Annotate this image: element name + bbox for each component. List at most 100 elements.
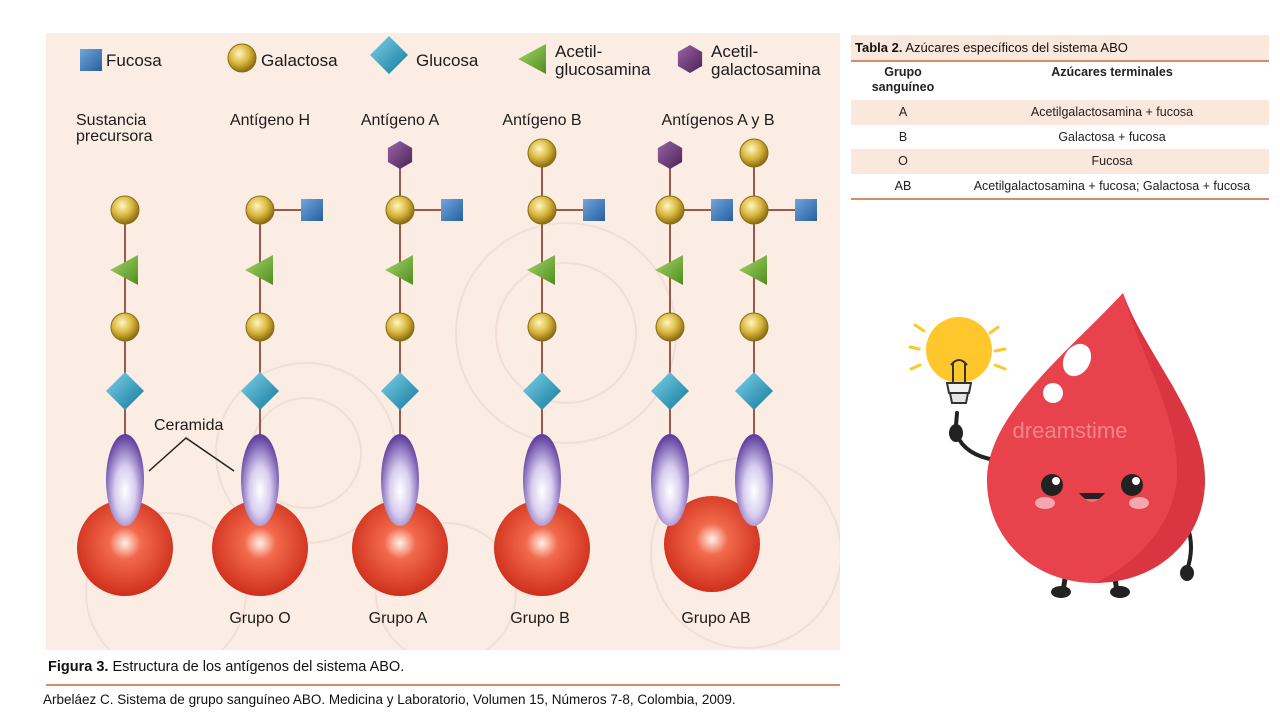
galactose-circle-icon <box>245 195 275 225</box>
column-title: Antígeno A <box>361 112 440 129</box>
table-title: Tabla 2. Azúcares específicos del sistem… <box>851 35 1269 62</box>
citation: Arbeláez C. Sistema de grupo sanguíneo A… <box>43 692 736 707</box>
acetylgalactosamine-hexagon-icon <box>657 141 683 169</box>
group-label: Grupo AB <box>681 610 750 627</box>
cell-sugars: Galactosa + fucosa <box>1058 129 1166 144</box>
column-title: Antígenos A y B <box>662 112 775 129</box>
figure-caption: Figura 3. Estructura de los antígenos de… <box>48 659 404 675</box>
figure-caption-number: Figura 3. <box>48 659 109 675</box>
group-label: Grupo O <box>229 610 290 627</box>
galactose-circle-icon <box>245 312 275 342</box>
watermark-text: dreamstime <box>1013 418 1128 443</box>
cell-group: AB <box>851 173 955 200</box>
galactose-circle-icon <box>527 138 557 168</box>
red-cell-circle <box>212 500 308 596</box>
glucose-diamond-icon <box>106 372 144 410</box>
blood-drop-mascot: dreamstime <box>908 293 1205 598</box>
ceramide-ellipse <box>381 434 419 526</box>
glucose-diamond-icon <box>651 372 689 410</box>
group-label: Grupo B <box>510 610 570 627</box>
galactose-circle-icon <box>527 312 557 342</box>
acetylglucosamine-triangle-icon <box>655 255 683 285</box>
column-title: Sustancia <box>76 112 146 129</box>
ceramide-ellipse <box>241 434 279 526</box>
ceramide-ellipse <box>523 434 561 526</box>
cell-sugars: Acetilgalactosamina + fucosa; Galactosa … <box>955 173 1269 200</box>
figure-caption-text: Estructura de los antígenos del sistema … <box>108 659 405 675</box>
galactose-circle-icon <box>227 43 257 73</box>
red-cell-circle <box>664 496 760 592</box>
acetylglucosamine-triangle-icon <box>739 255 767 285</box>
galactose-circle-icon <box>110 195 140 225</box>
cell-group: A <box>851 100 955 125</box>
ceramide-pointer <box>148 437 235 472</box>
table-row: AB Acetilgalactosamina + fucosa; Galacto… <box>851 173 1269 200</box>
fucose-square-icon <box>441 199 463 221</box>
glucose-diamond-icon <box>241 372 279 410</box>
legend-label-fucose: Fucosa <box>106 51 162 70</box>
acetylgalactosamine-hexagon-icon <box>387 141 413 169</box>
abo-antigen-diagram: Fucosa Galactosa Glucosa Acetil-glucosamina… <box>76 36 840 650</box>
red-cell-circle <box>352 500 448 596</box>
fucose-square-icon <box>80 49 102 71</box>
galactose-circle-icon <box>655 312 685 342</box>
red-cell-circle <box>77 500 173 596</box>
legend-label-acetylglucosamine-l1: Acetil- <box>555 42 602 61</box>
acetylgalactosamine-hexagon-icon <box>677 45 703 73</box>
cell-sugars: Acetilgalactosamina + fucosa <box>955 100 1269 125</box>
glucose-diamond-icon <box>523 372 561 410</box>
acetylglucosamine-triangle-icon <box>518 44 546 74</box>
galactose-circle-icon <box>110 312 140 342</box>
group-label: Grupo A <box>369 610 428 627</box>
table-title-text: Azúcares específicos del sistema ABO <box>902 40 1128 55</box>
legend-label-galactose: Galactosa <box>261 51 338 70</box>
acetylglucosamine-triangle-icon <box>245 255 273 285</box>
figure-caption-bar: Figura 3. Estructura de los antígenos de… <box>46 650 840 686</box>
column-title: Antígeno B <box>502 112 581 129</box>
red-cell-circle <box>494 500 590 596</box>
galactose-circle-icon <box>385 312 415 342</box>
ceramide-ellipse <box>735 434 773 526</box>
galactose-circle-icon <box>527 195 557 225</box>
acetylglucosamine-triangle-icon <box>527 255 555 285</box>
glucose-diamond-icon <box>381 372 419 410</box>
legend-label-glucose: Glucosa <box>416 51 479 70</box>
glucose-diamond-icon <box>370 36 408 74</box>
fucose-square-icon <box>301 199 323 221</box>
column-title: Antígeno H <box>230 112 310 129</box>
glucose-diamond-icon <box>735 372 773 410</box>
column-title: precursora <box>76 128 153 145</box>
header-terminal-sugars: Azúcares terminales <box>1051 65 1173 79</box>
lightbulb-icon <box>908 317 1007 404</box>
legend-label-acetylglucosamine-l2: glucosamina <box>555 60 651 79</box>
header-blood-group-l1: Grupo <box>884 65 922 79</box>
ceramide-ellipse <box>106 434 144 526</box>
galactose-circle-icon <box>739 195 769 225</box>
acetylglucosamine-triangle-icon <box>385 255 413 285</box>
acetylglucosamine-triangle-icon <box>110 255 138 285</box>
ceramide-ellipse <box>651 434 689 526</box>
cell-sugars: Fucosa <box>955 149 1269 174</box>
table-row: O Fucosa <box>851 149 1269 174</box>
galactose-circle-icon <box>739 138 769 168</box>
cell-group: O <box>851 149 955 174</box>
galactose-circle-icon <box>655 195 685 225</box>
figure-panel: Fucosa Galactosa Glucosa Acetil-glucosamina… <box>46 33 840 650</box>
table-title-number: Tabla 2. <box>855 40 903 55</box>
legend-label-acetylgalactosamine-l1: Acetil- <box>711 42 758 61</box>
fucose-square-icon <box>711 199 733 221</box>
galactose-circle-icon <box>385 195 415 225</box>
sugar-table: Tabla 2. Azúcares específicos del sistem… <box>851 35 1269 200</box>
header-blood-group-l2: sanguíneo <box>871 80 935 94</box>
cell-group: B <box>898 129 908 144</box>
ceramide-label: Ceramida <box>154 417 223 434</box>
legend-label-acetylgalactosamine-l2: galactosamina <box>711 60 821 79</box>
fucose-square-icon <box>795 199 817 221</box>
table-row: A Acetilgalactosamina + fucosa <box>851 100 1269 125</box>
galactose-circle-icon <box>739 312 769 342</box>
table-row: B Galactosa + fucosa <box>851 125 1269 150</box>
fucose-square-icon <box>583 199 605 221</box>
